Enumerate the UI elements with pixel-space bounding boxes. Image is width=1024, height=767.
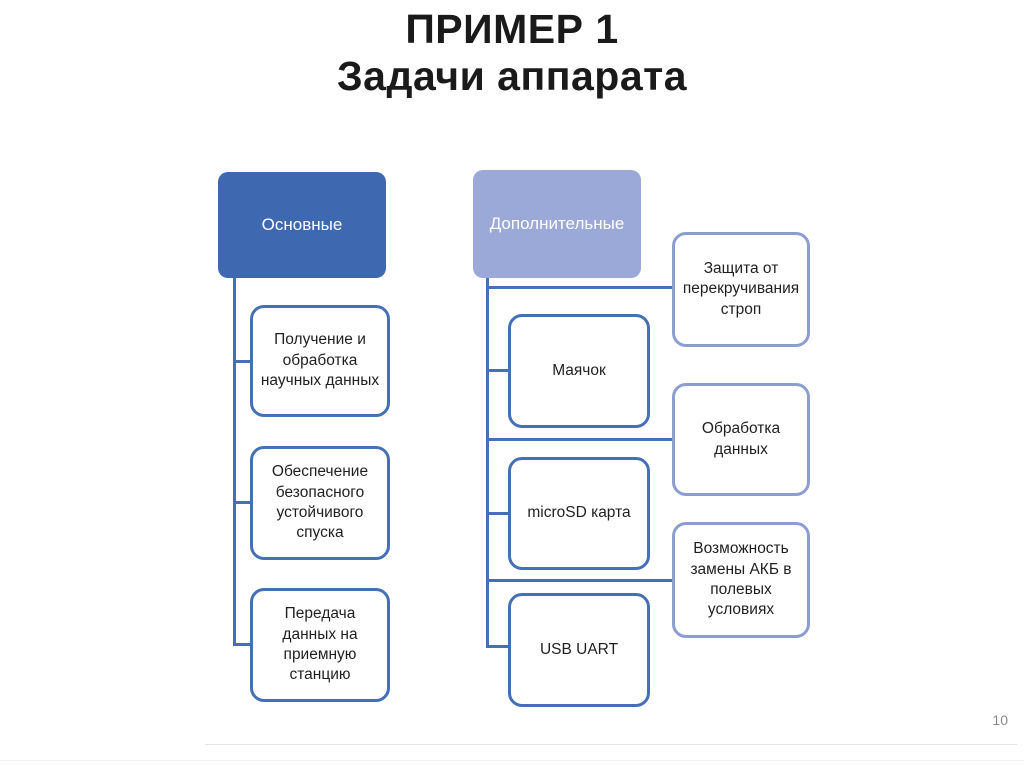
connector-line <box>486 278 489 648</box>
subtask-box-2: Обработка данных <box>672 383 810 496</box>
task-label: USB UART <box>539 640 619 658</box>
connector-line <box>486 512 508 515</box>
task-label: microSD карта <box>527 504 631 522</box>
subtask-box-3: Возможность замены АКБ в полевых условия… <box>672 522 810 638</box>
title-line-2: Задачи аппарата <box>336 53 688 99</box>
connector-line <box>233 360 250 363</box>
connector-line <box>233 278 236 646</box>
bottom-edge-divider <box>0 760 1024 761</box>
task-label: Маячок <box>552 361 606 379</box>
connector-line <box>486 286 672 289</box>
task-label: Получение и обработка научных данных <box>260 331 380 390</box>
connector-line <box>486 369 508 372</box>
footer-divider <box>205 744 1017 745</box>
task-box-secondary-3: USB UART <box>508 593 650 707</box>
page-number: 10 <box>992 712 1008 728</box>
task-box-primary-3: Передача данных на приемную станцию <box>250 588 390 702</box>
secondary-header-box: Дополнительные <box>473 170 641 278</box>
task-box-secondary-2: microSD карта <box>508 457 650 570</box>
task-label: Обеспечение безопасного устойчивого спус… <box>271 463 369 542</box>
task-label: Возможность замены АКБ в полевых условия… <box>690 540 792 619</box>
task-label: Защита от перекручивания строп <box>682 259 800 318</box>
task-box-primary-2: Обеспечение безопасного устойчивого спус… <box>250 446 390 560</box>
task-label: Передача данных на приемную станцию <box>282 605 358 684</box>
connector-line <box>486 579 672 582</box>
primary-header-box: Основные <box>218 172 386 278</box>
connector-line <box>233 643 250 646</box>
task-box-secondary-1: Маячок <box>508 314 650 428</box>
title-line-1: ПРИМЕР 1 <box>405 6 619 52</box>
subtask-box-1: Защита от перекручивания строп <box>672 232 810 347</box>
primary-header-label: Основные <box>261 215 343 234</box>
task-label: Обработка данных <box>701 420 781 458</box>
slide-title: ПРИМЕР 1 Задачи аппарата <box>0 6 1024 100</box>
connector-line <box>486 438 672 441</box>
task-box-primary-1: Получение и обработка научных данных <box>250 305 390 417</box>
connector-line <box>233 501 250 504</box>
secondary-header-label: Дополнительные <box>489 214 625 233</box>
connector-line <box>486 645 508 648</box>
